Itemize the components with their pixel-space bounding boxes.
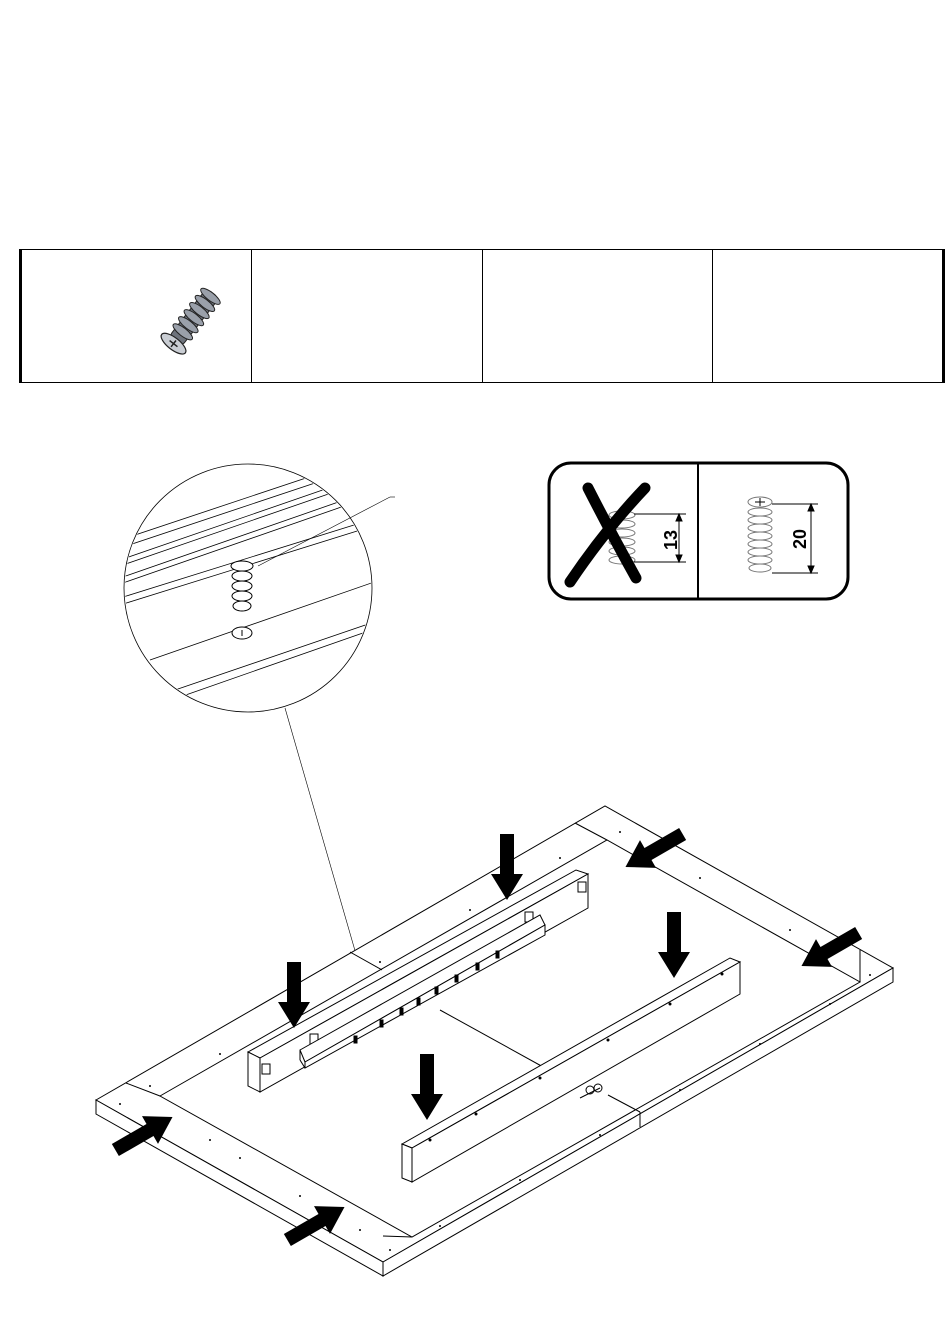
screw-length-guide: 13 20 xyxy=(549,463,848,599)
detail-magnifier xyxy=(120,464,395,712)
correct-length-label: 20 xyxy=(790,529,810,549)
wrong-length-label: 13 xyxy=(661,530,681,550)
